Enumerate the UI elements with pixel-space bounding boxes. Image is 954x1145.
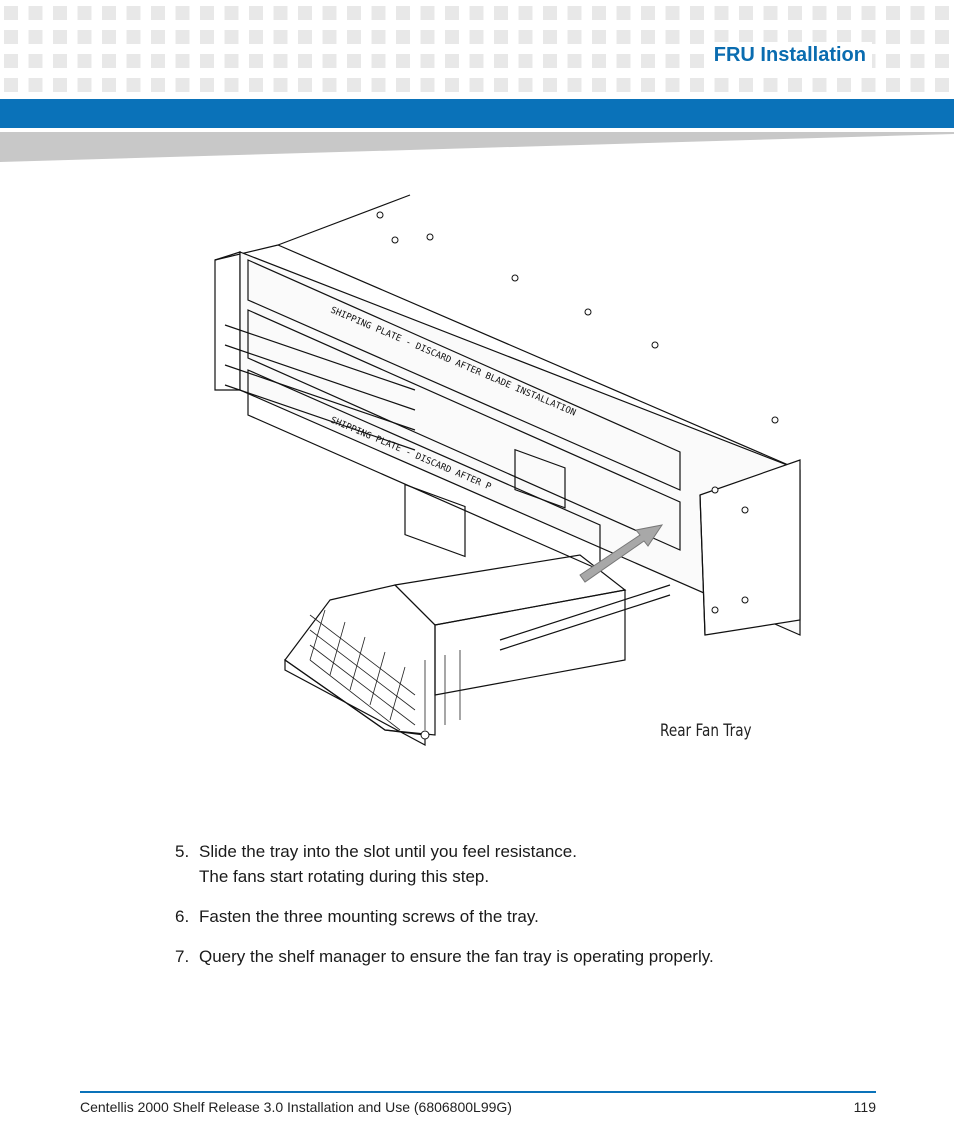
step-item: 5. Slide the tray into the slot until yo… [175,839,875,889]
step-text: Query the shelf manager to ensure the fa… [199,947,714,966]
step-number: 7. [175,947,190,966]
page-number: 119 [853,1099,876,1115]
procedure-steps: 5. Slide the tray into the slot until yo… [175,839,875,984]
header-blue-bar [0,99,954,128]
step-note: The fans start rotating during this step… [199,867,490,886]
header-pattern [4,6,949,92]
figure-caption-label: Rear Fan Tray [660,721,752,741]
section-title: FRU Installation [707,42,872,69]
footer-doc-title: Centellis 2000 Shelf Release 3.0 Install… [80,1099,512,1115]
fan-tray-illustration: SHIPPING PLATE - DISCARD AFTER BLADE INS… [214,194,801,747]
step-item: 7. Query the shelf manager to ensure the… [175,944,875,969]
step-number: 5. [175,842,190,861]
step-item: 6. Fasten the three mounting screws of t… [175,904,875,929]
footer-divider [80,1091,876,1093]
step-text: Slide the tray into the slot until you f… [199,842,577,861]
step-number: 6. [175,907,190,926]
step-text: Fasten the three mounting screws of the … [199,907,539,926]
header-gray-wedge [0,132,954,162]
